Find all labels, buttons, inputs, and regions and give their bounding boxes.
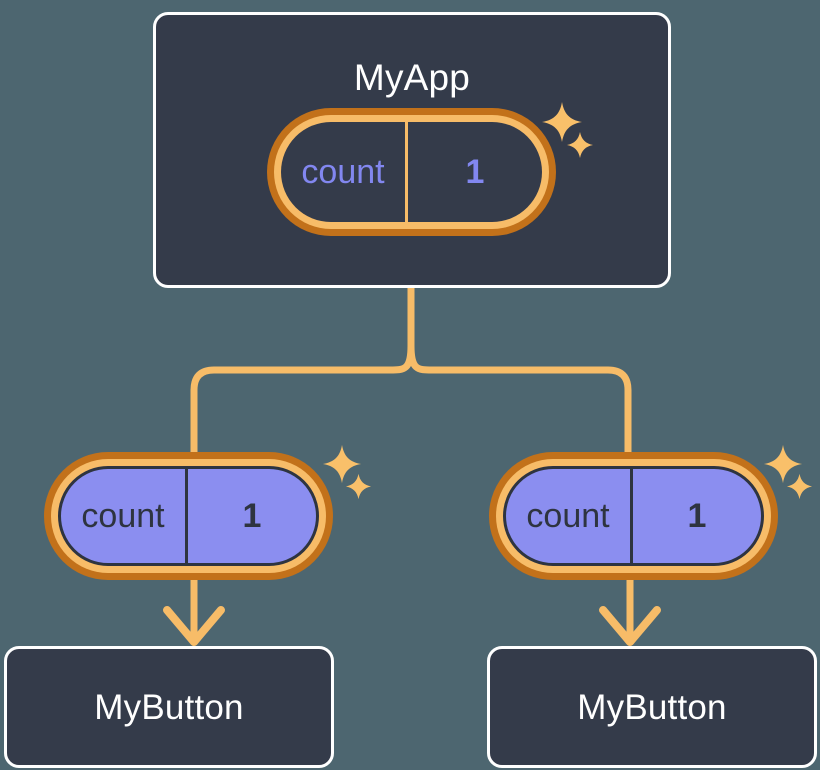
state-pill-body: count 1 bbox=[281, 122, 542, 222]
state-pill-child-right[interactable]: count 1 bbox=[489, 452, 778, 580]
component-label-myapp: MyApp bbox=[353, 57, 471, 98]
state-pill-body: count 1 bbox=[503, 466, 764, 566]
sparkle-icon bbox=[763, 444, 803, 484]
state-key-label: count bbox=[281, 122, 408, 222]
state-value-label: 1 bbox=[242, 497, 262, 535]
component-label-mybutton: MyButton bbox=[577, 687, 727, 727]
sparkle-small-icon bbox=[786, 473, 813, 500]
component-label-mybutton: MyButton bbox=[94, 687, 244, 727]
connector-branch-left bbox=[190, 345, 415, 468]
state-pill-body: count 1 bbox=[58, 466, 319, 566]
arrow-right-head bbox=[599, 606, 661, 646]
state-value-label: 1 bbox=[465, 153, 485, 191]
state-key-label: count bbox=[506, 469, 633, 563]
component-card-mybutton-right[interactable]: MyButton bbox=[487, 646, 817, 768]
state-value-label: 1 bbox=[687, 497, 707, 535]
state-pill-root[interactable]: count 1 bbox=[267, 108, 556, 236]
sparkle-icon bbox=[322, 444, 362, 484]
state-key-label: count bbox=[61, 469, 188, 563]
state-pill-ring: count 1 bbox=[51, 459, 326, 573]
connector-branch-right bbox=[407, 345, 632, 468]
component-card-mybutton-left[interactable]: MyButton bbox=[4, 646, 334, 768]
state-pill-child-left[interactable]: count 1 bbox=[44, 452, 333, 580]
arrow-left-head bbox=[163, 606, 225, 646]
state-pill-ring: count 1 bbox=[274, 115, 549, 229]
state-pill-ring: count 1 bbox=[496, 459, 771, 573]
sparkle-small-icon bbox=[345, 473, 372, 500]
